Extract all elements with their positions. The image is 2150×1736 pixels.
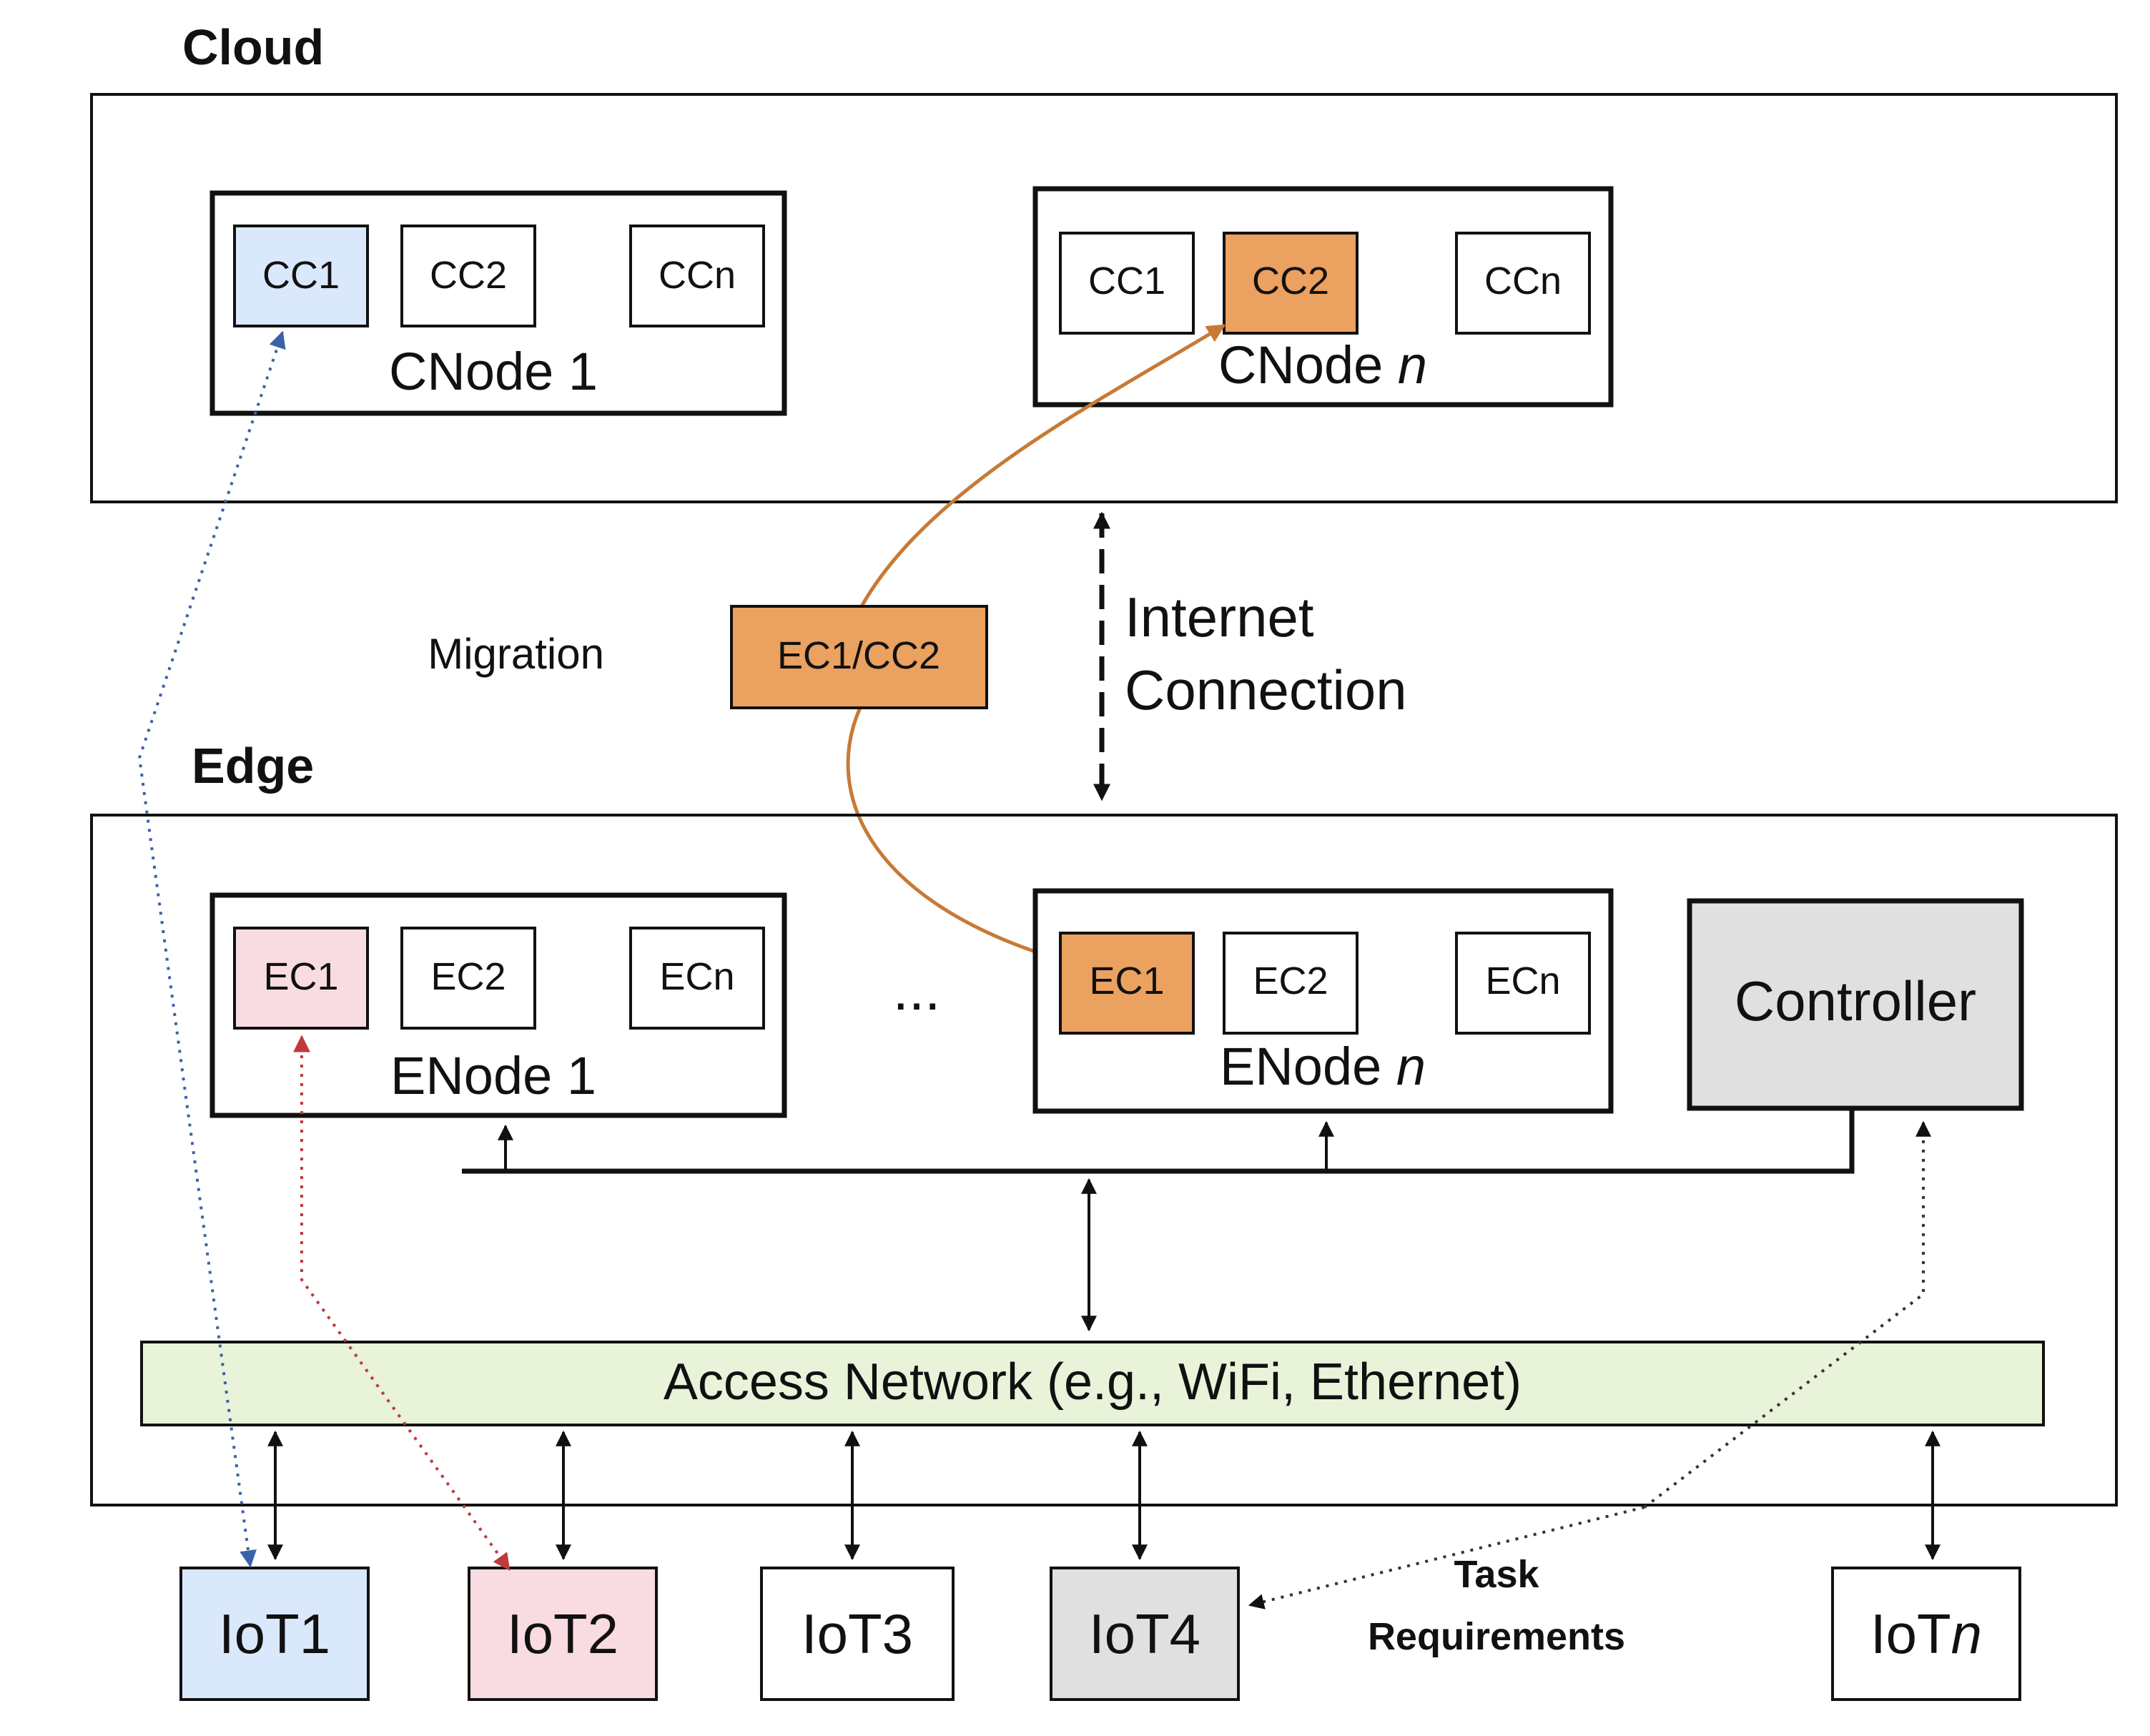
migration-label: Migration <box>428 630 604 678</box>
ellipsis-more-nodes: ... <box>893 958 941 1022</box>
cnode-n: CC1 CC2 CCn CNode n <box>1032 186 1614 408</box>
cnode-n-label: CNode n <box>1218 335 1427 395</box>
cnode-1-container-cc2 <box>400 225 536 327</box>
internet-label-line1: Internet <box>1125 586 1314 648</box>
iot2-box <box>468 1567 658 1701</box>
cnode-1-label: CNode 1 <box>389 342 598 401</box>
edge-internal-bus <box>462 1108 1855 1332</box>
migration-box <box>730 605 988 709</box>
iotn-label: IoTn <box>1870 1602 1982 1665</box>
task-requirements-to-controller-arrow <box>1643 1120 1931 1509</box>
iot1-label: IoT1 <box>219 1602 330 1665</box>
cloud-title: Cloud <box>182 19 324 75</box>
enode-1: EC1 EC2 ECn ENode 1 <box>209 892 787 1118</box>
iot3-label: IoT3 <box>802 1602 913 1665</box>
migration-box-label: EC1/CC2 <box>777 634 940 677</box>
controller: Controller <box>1687 898 2024 1111</box>
device-link-arrows <box>267 1430 1941 1561</box>
task-requirements-line1: Task <box>1454 1553 1539 1596</box>
iot2-label: IoT2 <box>507 1602 618 1665</box>
cnode-n-container-ccn-label: CCn <box>1484 260 1562 302</box>
enode-1-container-ecn-label: ECn <box>659 955 734 998</box>
cnode-1-container-cc2-label: CC2 <box>430 254 507 297</box>
migration-arrow-upper <box>859 323 1226 608</box>
iot1-box <box>179 1567 370 1701</box>
migration-curve-lower <box>846 706 1067 964</box>
task-requirements-to-iot4-arrow <box>1248 1506 1645 1609</box>
cnode-n-container-cc2 <box>1223 232 1358 335</box>
enode-n-container-ec2 <box>1223 932 1358 1035</box>
enode-1-label: ENode 1 <box>390 1046 596 1105</box>
enode-n-container-ec2-label: EC2 <box>1253 960 1328 1002</box>
enode-n-container-ec1 <box>1059 932 1195 1035</box>
cnode-1-container-cc1-label: CC1 <box>262 254 340 297</box>
controller-label: Controller <box>1735 970 1976 1032</box>
iotn-box <box>1831 1567 2021 1701</box>
cc1-iot1-offload-arrow <box>137 330 286 1568</box>
cnode-n-container-ccn <box>1455 232 1591 335</box>
cnode-1: CC1 CC2 CCn CNode 1 <box>209 190 787 416</box>
edge-region <box>90 814 2118 1506</box>
enode-n: EC1 EC2 ECn ENode n <box>1032 888 1614 1114</box>
edge-title: Edge <box>192 738 314 794</box>
cnode-1-container-ccn-label: CCn <box>659 254 736 297</box>
cnode-n-container-cc1-label: CC1 <box>1088 260 1165 302</box>
cnode-1-container-ccn <box>629 225 765 327</box>
controller-box <box>1687 898 2024 1111</box>
enode-n-label: ENode n <box>1220 1037 1426 1096</box>
iot4-box <box>1050 1567 1240 1701</box>
enode-1-container-ec1-label: EC1 <box>263 955 338 998</box>
enode-n-container-ecn-label: ECn <box>1485 960 1560 1002</box>
access-network-label: Access Network (e.g., WiFi, Ethernet) <box>664 1353 1522 1411</box>
cnode-1-container-cc1 <box>233 225 369 327</box>
enode-n-container-ecn <box>1455 932 1591 1035</box>
task-requirements-line2: Requirements <box>1368 1615 1625 1658</box>
enode-n-container-ec1-label: EC1 <box>1089 960 1164 1002</box>
cnode-n-container-cc1 <box>1059 232 1195 335</box>
enode-1-container-ec2 <box>400 927 536 1030</box>
enode-1-container-ec2-label: EC2 <box>430 955 506 998</box>
bus-line <box>462 1108 1855 1174</box>
enode-1-container-ecn <box>629 927 765 1030</box>
cloud-region <box>90 93 2118 503</box>
iot4-label: IoT4 <box>1089 1602 1200 1665</box>
iot-devices: IoT1 IoT2 IoT3 IoT4 IoTn <box>179 1567 2021 1701</box>
internet-label-line2: Connection <box>1125 659 1407 721</box>
ec1-iot2-offload-arrow <box>293 1035 511 1571</box>
iot3-box <box>760 1567 955 1701</box>
cnode-n-container-cc2-label: CC2 <box>1252 260 1329 302</box>
